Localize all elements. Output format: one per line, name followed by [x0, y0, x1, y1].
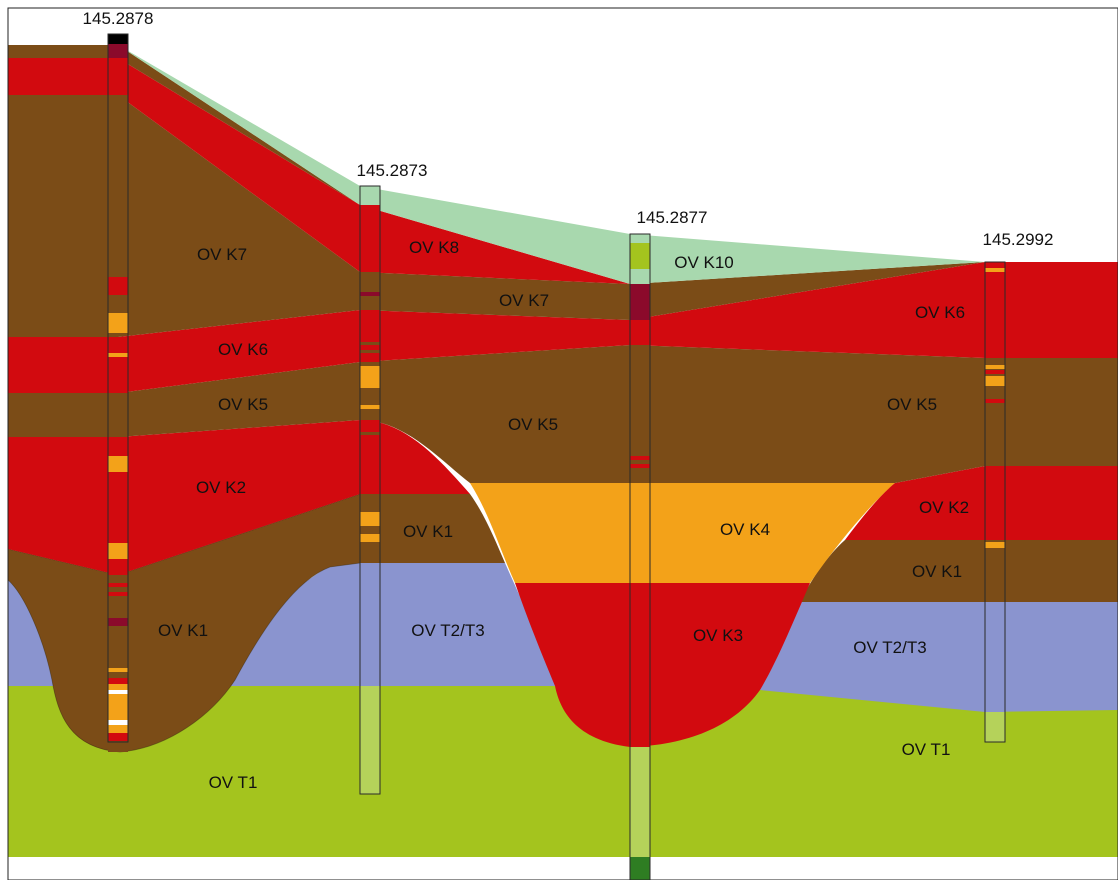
layer-ov-k1-left [7, 493, 361, 753]
layer-ov-k3 [515, 583, 810, 747]
layer-ov-k4 [470, 483, 895, 583]
borehole-145-2878-column [107, 33, 129, 752]
borehole-145-2873-column [359, 185, 381, 795]
borehole-id-4: 145.2992 [983, 230, 1054, 249]
unit-label-ov-k5-right: OV K5 [887, 395, 937, 414]
unit-label-ov-k1-middle: OV K1 [403, 522, 453, 541]
layer-ov-k6 [8, 262, 1118, 393]
unit-label-ov-k5-left: OV K5 [218, 395, 268, 414]
unit-label-ov-k6-right: OV K6 [915, 303, 965, 322]
unit-label-ov-k8: OV K8 [409, 238, 459, 257]
layer-ov-k1-middle [360, 494, 505, 563]
unit-label-ov-k2-right: OV K2 [919, 498, 969, 517]
unit-label-ov-t2-t3-right: OV T2/T3 [853, 638, 926, 657]
unit-label-ov-k7-middle: OV K7 [499, 291, 549, 310]
borehole-id-3: 145.2877 [637, 208, 708, 227]
layer-ov-k10 [118, 45, 985, 284]
unit-label-ov-t2-t3-left: OV T2/T3 [411, 621, 484, 640]
borehole-145-2992-column [984, 261, 1006, 743]
layer-ov-k7 [8, 95, 985, 337]
diagram-frame [7, 7, 1118, 880]
borehole-id-1: 145.2878 [83, 9, 154, 28]
unit-label-ov-k10: OV K10 [674, 253, 734, 272]
layer-ov-k1-right [800, 540, 1118, 602]
layer-ov-k5 [8, 345, 1118, 483]
unit-label-ov-k7-left: OV K7 [197, 245, 247, 264]
borehole-id-2: 145.2873 [357, 161, 428, 180]
layer-ov-k2-right [845, 466, 1118, 540]
unit-label-ov-k6-left: OV K6 [218, 340, 268, 359]
unit-label-ov-k1-left: OV K1 [158, 621, 208, 640]
unit-label-ov-k3: OV K3 [693, 626, 743, 645]
unit-label-ov-k5-middle: OV K5 [508, 415, 558, 434]
unit-label-ov-k2-left: OV K2 [196, 478, 246, 497]
unit-label-ov-t1-right: OV T1 [902, 740, 951, 759]
unit-label-ov-t1-left: OV T1 [209, 773, 258, 792]
unit-label-ov-k1-right: OV K1 [912, 562, 962, 581]
unit-label-ov-k4: OV K4 [720, 520, 770, 539]
layer-ov-k8 [8, 58, 630, 284]
borehole-145-2877-column [629, 233, 651, 880]
layer-ov-t1 [8, 686, 1118, 857]
